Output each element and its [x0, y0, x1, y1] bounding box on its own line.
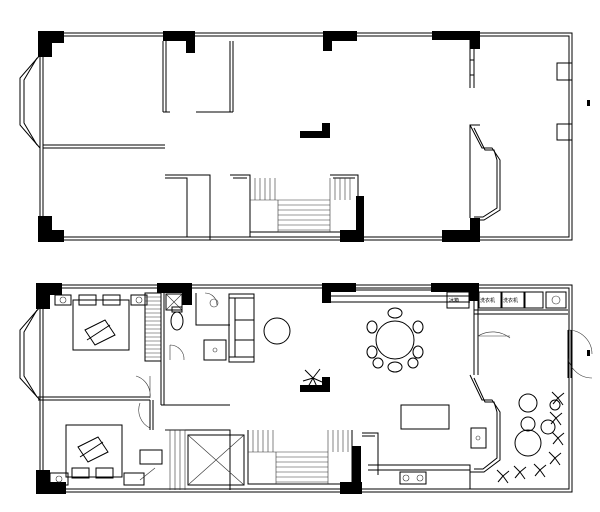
washbasin	[203, 339, 227, 361]
lower-floor-plan: 冰箱 洗衣机 洗衣机	[19, 283, 593, 494]
bathroom	[160, 292, 230, 406]
kitchen-island	[400, 404, 450, 430]
washer-1	[478, 291, 502, 309]
fridge	[446, 291, 470, 309]
balcony-seating	[514, 393, 561, 457]
fridge-label: 冰箱	[449, 297, 459, 304]
right-sink	[470, 427, 487, 449]
round-coffee-table	[263, 317, 291, 345]
sofa	[228, 293, 255, 363]
cooktop	[399, 471, 427, 485]
kitchen-counter	[362, 432, 471, 489]
shower	[165, 293, 183, 311]
bed-lower	[65, 424, 123, 478]
washer-1-label: 洗衣机	[480, 297, 495, 304]
lower-staircase	[247, 430, 353, 485]
potted-plant	[302, 368, 323, 388]
upper-duct	[556, 62, 573, 81]
toilet	[170, 311, 184, 331]
washer-2	[501, 291, 525, 309]
elevator-shaft	[187, 434, 245, 486]
upper-floor-plan	[19, 31, 590, 242]
appliance-row: 冰箱 洗衣机 洗衣机	[446, 291, 567, 309]
bed-upper	[72, 299, 130, 351]
upper-bay-window	[19, 54, 41, 149]
balcony-plants	[496, 391, 565, 484]
bedroom-lower-left	[49, 424, 163, 486]
lower-outer-wall	[39, 284, 573, 493]
dining-table-set	[366, 307, 424, 373]
upper-right-bay	[469, 124, 501, 221]
washer-2-label: 洗衣机	[503, 297, 518, 304]
balcony-door	[567, 329, 593, 379]
upper-staircase	[249, 178, 359, 233]
bedroom-upper-left	[54, 294, 148, 351]
lower-bay-window	[19, 306, 41, 401]
